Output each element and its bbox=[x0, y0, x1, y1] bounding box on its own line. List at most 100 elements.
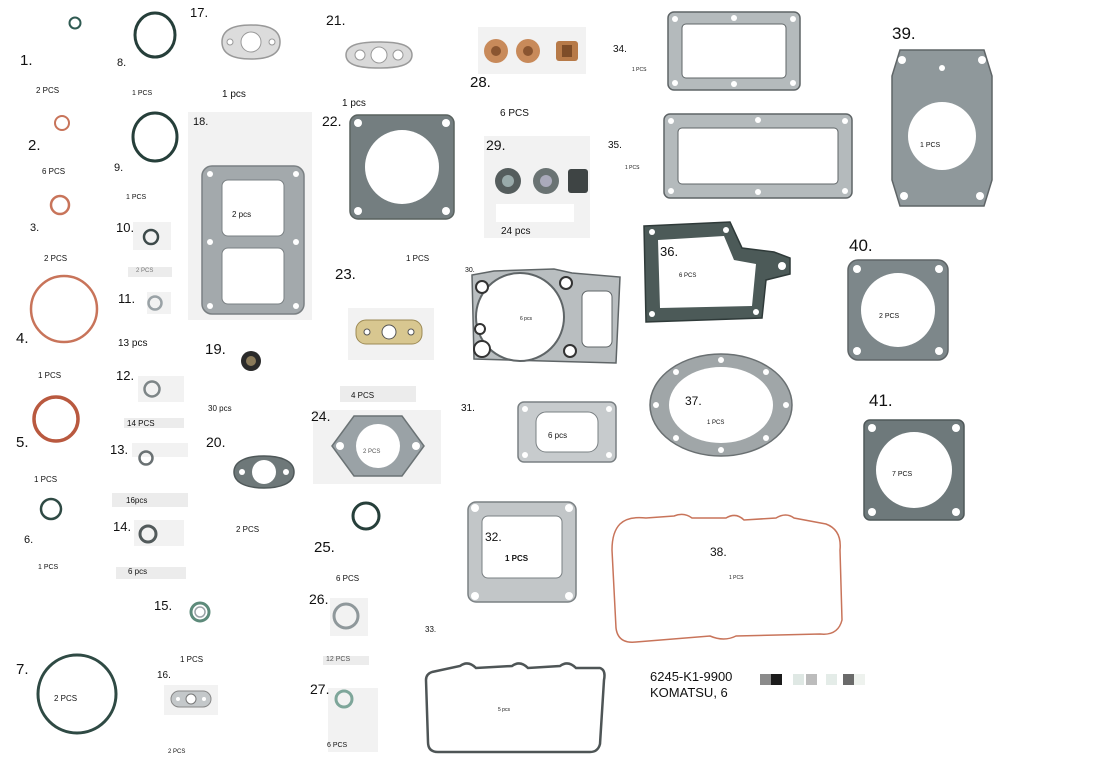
item-26-qty: 12 PCS bbox=[326, 656, 351, 663]
item-39-qty: 1 PCS bbox=[920, 142, 941, 149]
item-18-number: 18. bbox=[193, 116, 209, 128]
item-35-number: 35. bbox=[608, 140, 622, 151]
seal-14-photo bbox=[134, 520, 184, 546]
o-ring-7-image bbox=[36, 653, 118, 735]
item-34-qty: 1 PCS bbox=[632, 67, 647, 73]
item-40-qty: 2 PCS bbox=[879, 313, 900, 320]
redaction-block bbox=[806, 674, 817, 685]
item-32-number: 32. bbox=[485, 530, 502, 544]
seal-29-image bbox=[495, 168, 588, 194]
item-9-qty: 1 PCS bbox=[126, 194, 147, 201]
item-31-qty: 6 pcs bbox=[548, 431, 568, 440]
item-30-number: 30. bbox=[465, 267, 475, 274]
item-24-qty: 2 PCS bbox=[363, 449, 381, 455]
o-ring-1-image bbox=[68, 16, 82, 30]
seal-26-image bbox=[332, 602, 360, 630]
item-2-number: 2. bbox=[28, 137, 41, 154]
item-10-qty: 2 PCS bbox=[136, 268, 154, 274]
item-25-number: 25. bbox=[314, 539, 335, 556]
item-41-qty: 7 PCS bbox=[892, 471, 913, 478]
item-14-number: 14. bbox=[113, 519, 132, 534]
copper-ring-4-image bbox=[29, 274, 99, 344]
item-3-number: 3. bbox=[30, 222, 40, 234]
gasket-40-image bbox=[847, 259, 949, 361]
item-20-qty: 2 PCS bbox=[236, 525, 260, 534]
item-1-number: 1. bbox=[20, 52, 33, 69]
bushing-28-image bbox=[484, 39, 578, 63]
gasket-39-image bbox=[891, 49, 993, 207]
seal-15-image bbox=[189, 601, 211, 623]
redaction-block bbox=[793, 674, 804, 685]
o-ring-9-image bbox=[131, 111, 179, 163]
seal-11-image bbox=[147, 295, 163, 311]
item-19-qty: 30 pcs bbox=[208, 404, 232, 413]
gasket-37-image bbox=[649, 353, 793, 457]
item-8-number: 8. bbox=[117, 57, 127, 69]
gasket-33-image bbox=[424, 662, 606, 754]
item-15-qty: 1 PCS bbox=[180, 655, 204, 664]
item-32-qty: 1 PCS bbox=[505, 554, 529, 563]
item-4-qty: 1 PCS bbox=[38, 371, 62, 380]
item-31-number: 31. bbox=[461, 403, 475, 414]
item-27-qty: 6 PCS bbox=[327, 742, 348, 749]
gasket-16-image bbox=[170, 690, 212, 708]
seal-13-photo bbox=[132, 443, 188, 457]
brand-label: KOMATSU, 6 bbox=[650, 685, 728, 700]
item-36-number: 36. bbox=[660, 244, 679, 259]
item-37-number: 37. bbox=[685, 394, 702, 408]
item-19-number: 19. bbox=[205, 341, 226, 358]
item-11-qty: 13 pcs bbox=[118, 338, 148, 349]
item-1-qty: 2 PCS bbox=[36, 86, 60, 95]
item-13-qty: 16pcs bbox=[126, 496, 148, 505]
item-36-qty: 6 PCS bbox=[679, 273, 697, 279]
item-12-number: 12. bbox=[116, 368, 135, 383]
item-30-qty: 6 pcs bbox=[520, 316, 532, 322]
item-34-number: 34. bbox=[613, 44, 627, 55]
redaction-block bbox=[854, 674, 865, 685]
gasket-20-image bbox=[233, 455, 295, 489]
item-11-number: 11. bbox=[118, 291, 136, 306]
redaction-block bbox=[826, 674, 837, 685]
item-8-qty: 1 PCS bbox=[132, 90, 153, 97]
item-25-qty: 6 PCS bbox=[336, 574, 360, 583]
item-22-qty: 1 PCS bbox=[406, 254, 430, 263]
seal-10-photo bbox=[133, 222, 171, 250]
item-6-qty: 1 PCS bbox=[38, 564, 59, 571]
copper-ring-5-image bbox=[32, 395, 80, 443]
seal-27-image bbox=[334, 689, 354, 709]
item-23-qty: 4 PCS bbox=[351, 391, 375, 400]
o-ring-6-image bbox=[39, 497, 63, 521]
item-10-number: 10. bbox=[116, 220, 135, 235]
item-13-number: 13. bbox=[110, 442, 129, 457]
item-33-number: 33. bbox=[425, 625, 437, 634]
item-22-number: 22. bbox=[322, 113, 342, 129]
gasket-22-image bbox=[349, 114, 455, 220]
gasket-23-image bbox=[355, 319, 423, 345]
item-38-qty: 1 PCS bbox=[729, 575, 744, 581]
gasket-32-image bbox=[467, 501, 577, 603]
seal-13-image bbox=[138, 450, 154, 466]
item-28-qty: 6 PCS bbox=[500, 108, 529, 119]
o-ring-25-image bbox=[351, 501, 381, 531]
item-7-qty: 2 PCS bbox=[54, 694, 78, 703]
item-6-number: 6. bbox=[24, 534, 34, 546]
gasket-35-image bbox=[663, 113, 853, 199]
item-4-number: 4. bbox=[16, 330, 29, 347]
item-12-qty: 14 PCS bbox=[127, 419, 155, 428]
item-39-number: 39. bbox=[892, 24, 916, 43]
seal-12-image bbox=[143, 380, 161, 398]
gasket-38-image bbox=[611, 513, 843, 643]
item-23-number: 23. bbox=[335, 266, 356, 283]
gasket-23-label-strip bbox=[340, 386, 416, 402]
item-40-number: 40. bbox=[849, 236, 873, 255]
item-29-number: 29. bbox=[486, 137, 506, 153]
item-37-qty: 1 PCS bbox=[707, 420, 725, 426]
o-ring-8-image bbox=[133, 11, 177, 59]
seal-14-image bbox=[138, 524, 158, 544]
copper-ring-3-image bbox=[49, 194, 71, 216]
seal-13-label-strip bbox=[112, 493, 188, 507]
gasket-21-image bbox=[345, 41, 413, 69]
item-29-qty: 24 pcs bbox=[501, 226, 531, 237]
item-41-number: 41. bbox=[869, 391, 893, 410]
item-16-qty: 2 PCS bbox=[168, 749, 186, 755]
